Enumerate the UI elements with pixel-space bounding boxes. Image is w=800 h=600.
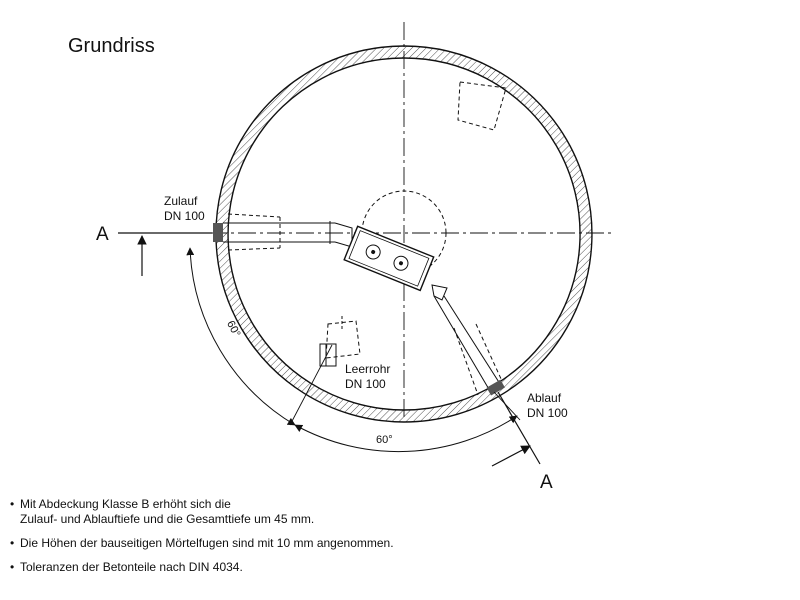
angle-arc-bottom: [294, 415, 518, 453]
top-right-dashed-element: [457, 81, 507, 131]
note-item: Die Höhen der bauseitigen Mörtelfugen si…: [10, 536, 394, 551]
inlet-pipe: [213, 213, 353, 251]
empty-pipe-label-size: DN 100: [345, 377, 386, 391]
angle-arc-left: [186, 247, 296, 426]
outlet-label-size: DN 100: [527, 406, 568, 420]
section-arrow-right: [491, 445, 531, 467]
inlet-label-size: DN 100: [164, 209, 205, 223]
angle-label-bottom: 60°: [376, 434, 393, 446]
angle-leader: [289, 344, 333, 426]
note-item: Mit Abdeckung Klasse B erhöht sich die Z…: [10, 497, 394, 527]
note-text: Mit Abdeckung Klasse B erhöht sich die: [20, 497, 231, 511]
note-text: Toleranzen der Betonteile nach DIN 4034.: [20, 560, 243, 574]
note-text: Die Höhen der bauseitigen Mörtelfugen si…: [20, 536, 394, 550]
empty-pipe-label-name: Leerrohr: [345, 362, 390, 376]
section-label-right: A: [540, 472, 553, 493]
section-label-left: A: [96, 224, 109, 245]
angle-leader-right: [493, 391, 521, 421]
separator-unit: [343, 225, 435, 292]
notes-list: Mit Abdeckung Klasse B erhöht sich die Z…: [10, 497, 394, 584]
empty-pipe: [319, 316, 361, 367]
note-text: Zulauf- und Ablauftiefe und die Gesamtti…: [20, 512, 315, 526]
inlet-label-name: Zulauf: [164, 194, 198, 208]
outlet-pipe: [431, 284, 505, 396]
note-item: Toleranzen der Betonteile nach DIN 4034.: [10, 560, 394, 575]
outlet-label-name: Ablauf: [527, 391, 562, 405]
page-title: Grundriss: [68, 35, 155, 57]
